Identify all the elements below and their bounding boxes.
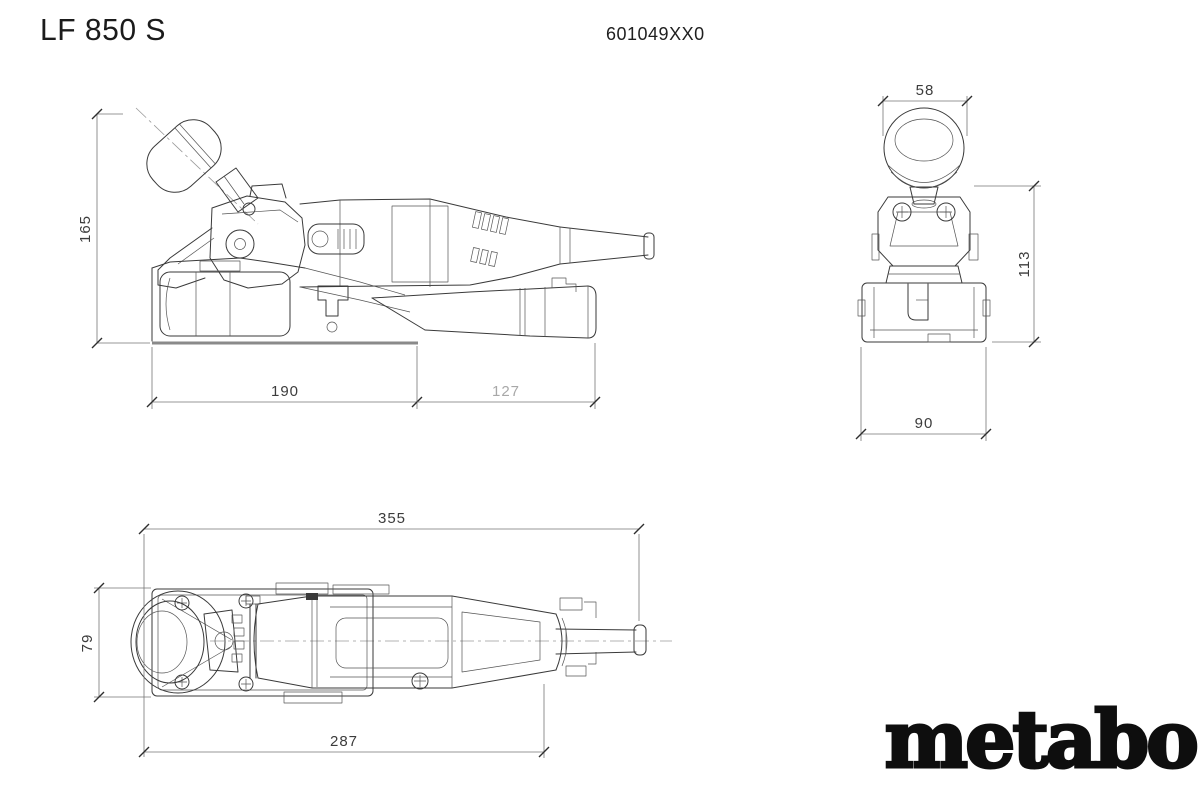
dim-front-knob: 58 <box>877 82 973 136</box>
dim-label-113: 113 <box>1016 251 1033 278</box>
dim-label-90: 90 <box>915 415 934 432</box>
top-view: 355 79 287 <box>79 510 672 758</box>
dim-label-355: 355 <box>378 510 406 527</box>
dim-label-79: 79 <box>79 634 96 653</box>
dim-side-duct: 127 <box>417 343 601 409</box>
vent-slats <box>470 211 509 267</box>
dim-label-127: 127 <box>492 383 520 400</box>
dim-top-total: 355 <box>138 510 645 757</box>
page-title: LF 850 S <box>40 12 166 47</box>
dim-label-165: 165 <box>77 215 94 243</box>
dim-label-190: 190 <box>271 383 299 400</box>
dim-label-287: 287 <box>330 733 358 750</box>
dim-label-58: 58 <box>916 82 935 99</box>
dim-top-body: 287 <box>138 684 550 758</box>
front-view: 58 113 90 <box>855 82 1041 441</box>
metabo-logo: metabo <box>883 693 1200 786</box>
order-number: 601049XX0 <box>606 24 705 44</box>
dim-front-base: 90 <box>855 347 992 441</box>
dim-front-height: 113 <box>974 180 1041 348</box>
side-view: 165 190 127 <box>77 107 655 409</box>
knob-side <box>146 119 222 193</box>
dim-side-base: 190 <box>146 346 423 409</box>
dim-side-height: 165 <box>77 108 150 349</box>
dim-top-width: 79 <box>79 582 151 703</box>
